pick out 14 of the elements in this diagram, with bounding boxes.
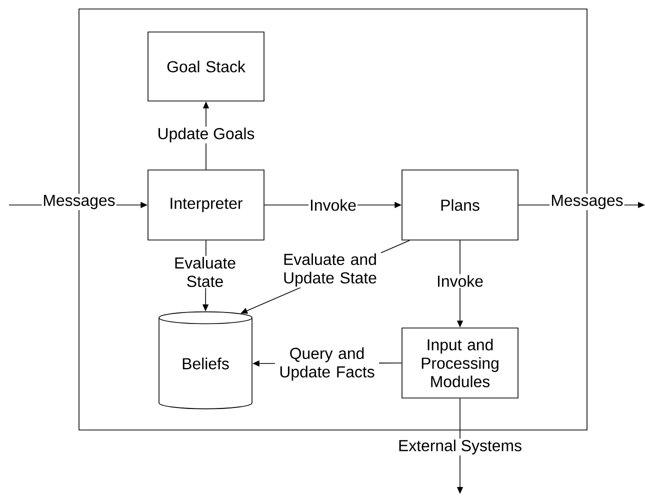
edge-label: Messages [42, 194, 116, 210]
edge-label: Invoke [308, 198, 358, 212]
process-box: Input and Processing Modules [402, 328, 518, 398]
cylinder-node: Beliefs [158, 311, 252, 410]
edge-label: Evaluate and Update State [279, 252, 381, 288]
process-box: Goal Stack [148, 32, 264, 102]
edge-label: Messages [550, 194, 624, 210]
edge-label: External Systems [397, 438, 523, 456]
edge-label: Update Goals [156, 126, 256, 144]
edge-label: Query and Update Facts [275, 346, 379, 382]
process-box: Interpreter [148, 170, 264, 240]
edge-label: Evaluate State [170, 256, 240, 288]
process-box: Plans [402, 170, 518, 240]
edge-label: Invoke [436, 274, 484, 288]
